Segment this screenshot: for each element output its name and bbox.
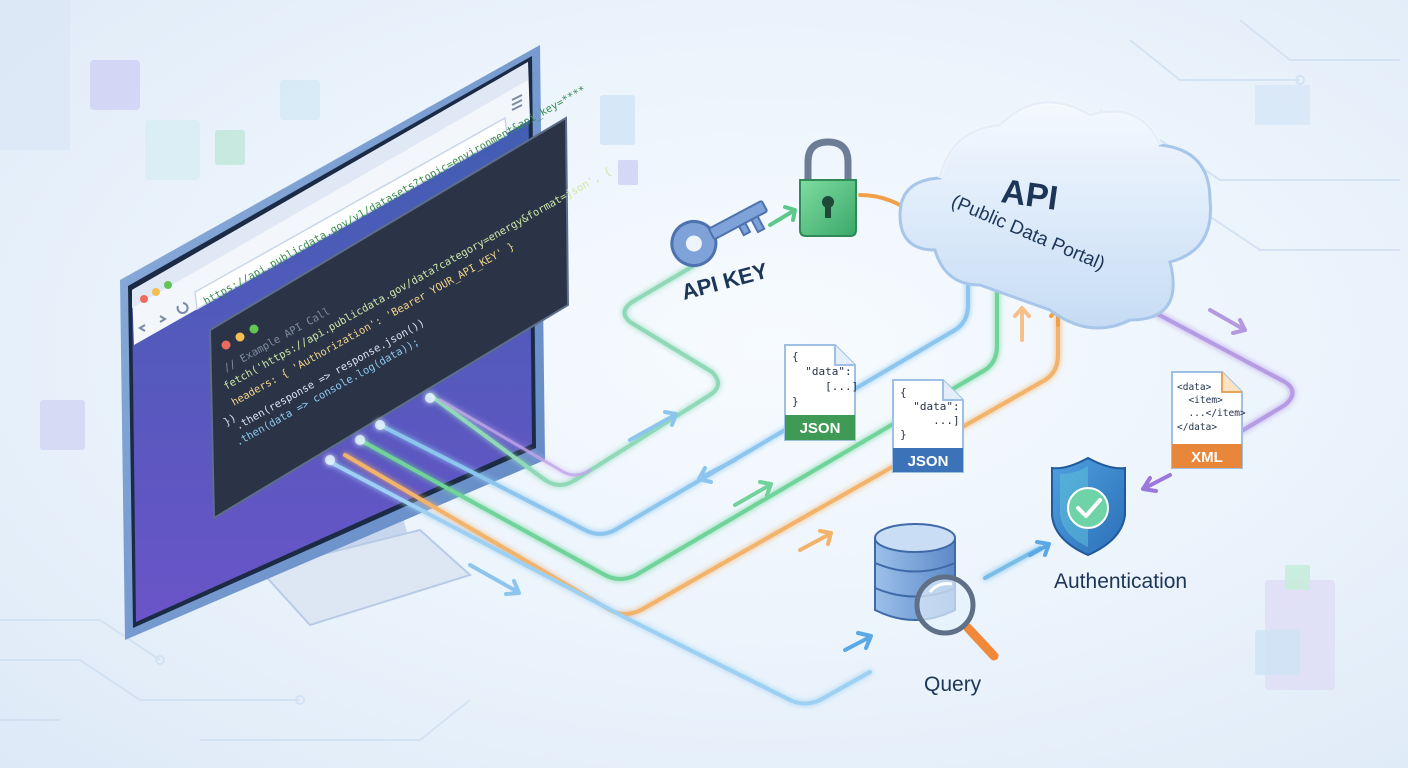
- json2-line-4: }: [900, 428, 907, 441]
- window-minimize-dot[interactable]: [152, 288, 160, 296]
- arrow-into-query: [843, 631, 873, 652]
- connection-glow: [325, 393, 435, 465]
- decor-tiles-right: [600, 85, 1335, 690]
- shield-icon: [1051, 456, 1126, 557]
- key-icon: [670, 200, 768, 268]
- json2-line-2: "data":: [900, 400, 960, 413]
- arrow-mid-green: [733, 480, 773, 507]
- xml-document: <data> <item> ...</item> </data> XML: [1171, 371, 1246, 469]
- browser-menu-icon[interactable]: [511, 94, 523, 111]
- code-line-5: }): [222, 412, 239, 429]
- json2-tag: JSON: [908, 453, 949, 470]
- flow-line-purple-return: [1148, 308, 1295, 434]
- json-document-2: { "data": ...] } JSON: [892, 379, 964, 473]
- decor-tiles-left: [0, 0, 320, 450]
- json-document-1: { "data": [...] } JSON: [784, 344, 858, 441]
- editor-zoom-dot: [249, 324, 259, 334]
- browser-nav-icons[interactable]: [138, 302, 189, 332]
- flow-line-purple-monitor: [438, 398, 592, 477]
- magnifier-icon: [914, 574, 999, 661]
- arrow-return-purple: [1208, 308, 1247, 335]
- json1-line-3: [...]: [792, 380, 858, 393]
- code-editor-panel: [208, 116, 570, 520]
- json1-line-4: }: [792, 395, 799, 408]
- window-zoom-dot[interactable]: [164, 281, 172, 289]
- editor-minimize-dot: [235, 332, 245, 342]
- api-cloud: [898, 100, 1212, 330]
- xml-line-2: <item>: [1177, 395, 1223, 406]
- arrow-mid-blue-2: [697, 458, 737, 484]
- window-close-dot[interactable]: [140, 295, 148, 303]
- arrow-query-to-shield: [1028, 540, 1051, 557]
- authentication-label: Authentication: [1054, 570, 1187, 593]
- editor-close-dot: [221, 340, 231, 350]
- json1-line-2: "data":: [792, 365, 852, 378]
- monitor: https://api.publicdata.gov/v1/datasets?t…: [120, 45, 613, 640]
- arrow-key-to-lock: [768, 205, 797, 227]
- xml-line-3: ...</item>: [1177, 408, 1246, 419]
- arrow-mid-orange: [798, 529, 833, 552]
- flow-line-green-cloud: [358, 266, 999, 581]
- json1-tag: JSON: [800, 420, 841, 437]
- arrow-up-orange-2: [1013, 306, 1031, 342]
- json2-line-3: ...]: [900, 414, 960, 427]
- address-bar[interactable]: [194, 116, 508, 311]
- xml-line-1: <data>: [1177, 382, 1212, 393]
- json2-line-1: {: [900, 386, 907, 399]
- xml-line-4: </data>: [1177, 422, 1217, 433]
- arrow-mid-blue-1: [628, 410, 678, 442]
- arrow-left-blue: [468, 563, 521, 596]
- xml-tag: XML: [1191, 449, 1223, 466]
- arrow-xml-to-shield: [1141, 473, 1172, 493]
- query-label: Query: [924, 673, 982, 696]
- json1-line-1: {: [792, 350, 799, 363]
- flow-line-green-key: [428, 260, 720, 487]
- circuit-traces-bottom: [0, 619, 471, 741]
- lock-icon: [799, 138, 857, 237]
- api-title: API: [999, 172, 1060, 218]
- flow-line-blue-query: [328, 460, 872, 706]
